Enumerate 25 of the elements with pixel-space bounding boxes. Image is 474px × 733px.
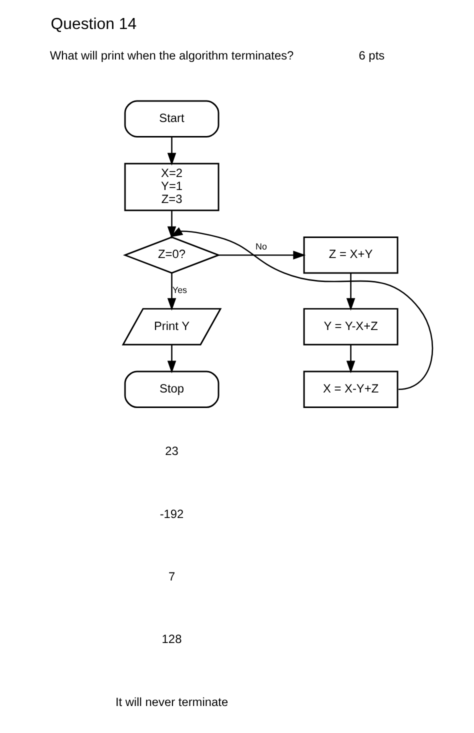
node-box: X = X-Y+Z [302, 370, 398, 408]
node-box: Z = X+Y [302, 236, 398, 274]
label: What will print when the algorithm terminates? [49, 48, 294, 62]
node-box: Y = Y-X+Z [302, 308, 398, 346]
arrow [166, 273, 176, 311]
label: 23 [164, 444, 178, 458]
arrow [346, 273, 355, 311]
arrow [218, 250, 306, 260]
arrow [166, 344, 176, 374]
node-box: X=2 Y=1 Z=3 [124, 162, 219, 212]
arrow [166, 210, 176, 239]
node-box: Start [124, 100, 219, 138]
edge-label: No [255, 241, 267, 252]
node-diamond: Z=0? [122, 236, 220, 274]
label: 128 [161, 632, 182, 646]
edge-label: Yes [172, 285, 187, 296]
label: 7 [168, 569, 175, 584]
arrow [346, 344, 355, 374]
diagram-title: Question 14 [50, 16, 136, 34]
arrow [166, 136, 176, 166]
arrow [170, 227, 433, 390]
node-box: Stop [124, 370, 219, 408]
label: -192 [159, 506, 184, 521]
label: 6 pts [358, 48, 384, 62]
label: It will never terminate [114, 694, 228, 709]
